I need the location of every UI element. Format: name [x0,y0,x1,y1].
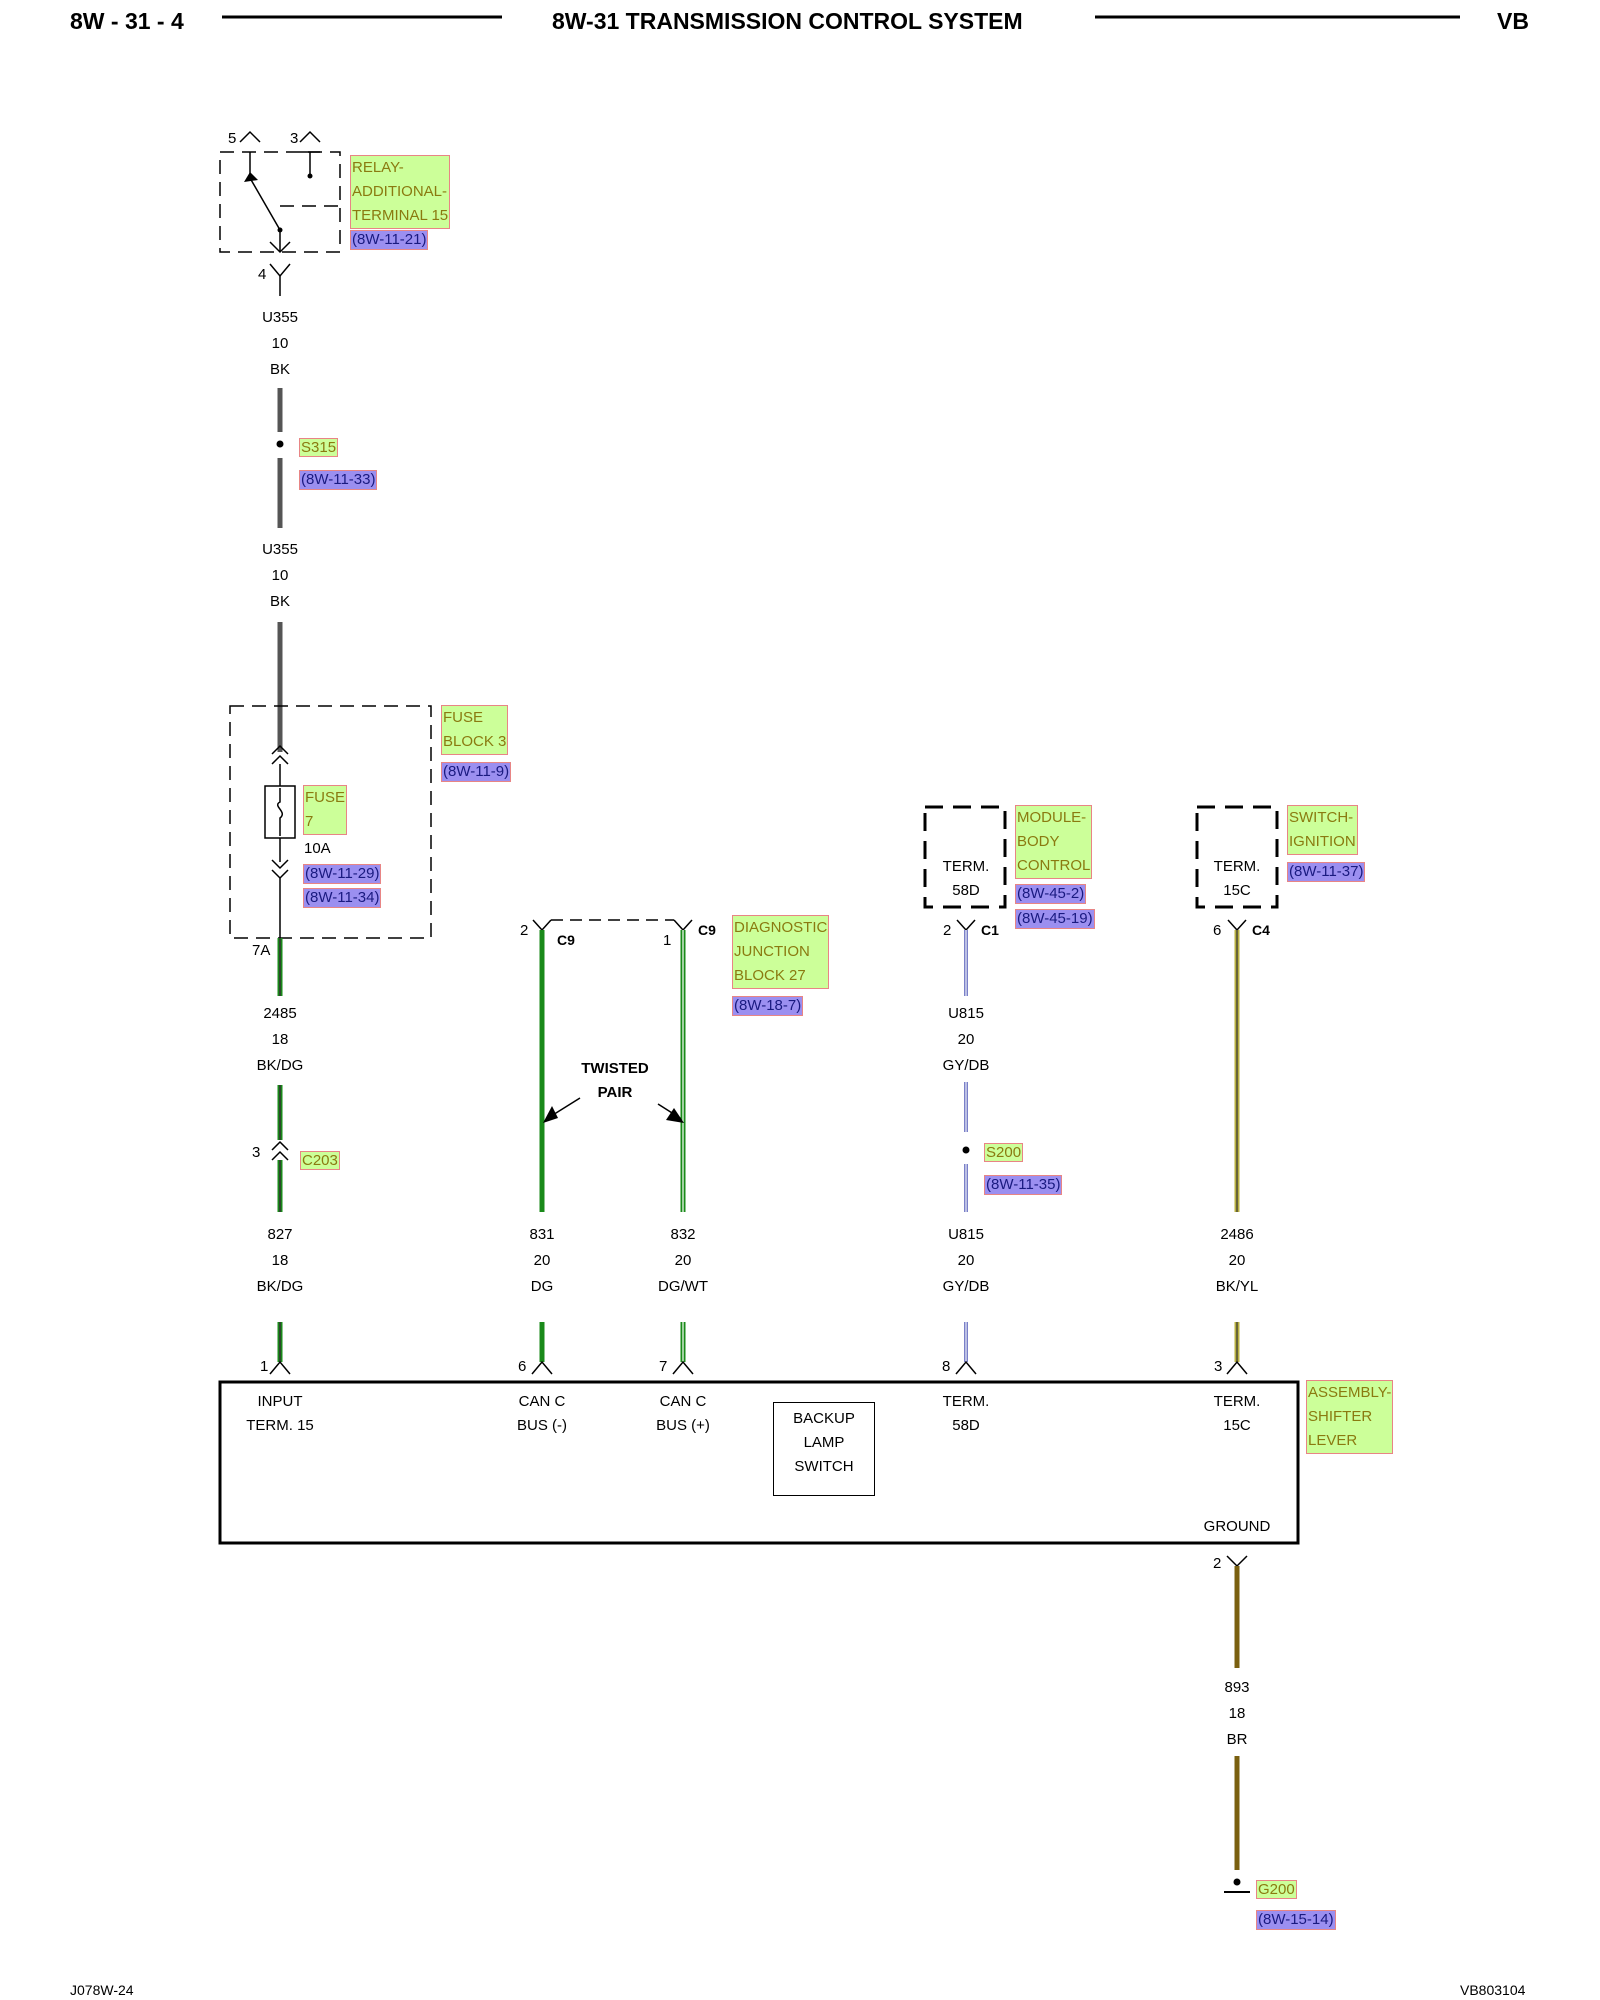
ignition-switch-component-label[interactable]: SWITCH- IGNITION [1287,805,1358,855]
shifter-pin-1: 1 [260,1358,269,1375]
shifter-term-input: INPUT TERM. 15 [246,1393,314,1434]
shifter-pin-7: 7 [659,1358,668,1375]
relay-reference-link[interactable]: (8W-11-21) [350,230,429,250]
bcm-component-label[interactable]: MODULE- BODY CONTROL [1015,805,1093,879]
footer-right-code: VB803104 [1460,1982,1526,1998]
u815-bottom-gauge: 20 [957,1252,975,1269]
fuse-rating: 10A [304,840,331,857]
djb-reference-link[interactable]: (8W-18-7) [732,996,804,1016]
ground-g200-reference-link[interactable]: (8W-15-14) [1256,1910,1336,1930]
shifter-assembly-box [218,1380,1300,1545]
djb-pin-left: 2 [520,922,529,939]
splice-s315-reference-link[interactable]: (8W-11-33) [299,470,378,490]
u355-top-color: BK [269,361,290,378]
wire-893-color: BR [1226,1731,1248,1748]
wire-893-circuit: 893 [1224,1679,1250,1696]
ignition-reference-link[interactable]: (8W-11-37) [1287,862,1366,882]
u355-bottom-color: BK [269,593,290,610]
u355-bottom-gauge: 10 [271,567,289,584]
c203-pin: 3 [252,1144,261,1161]
fuse-7-label[interactable]: FUSE 7 [303,785,348,835]
wire-831-color: DG [530,1278,554,1295]
wire-827-circuit: 827 [267,1226,293,1243]
page-title: 8W-31 TRANSMISSION CONTROL SYSTEM [552,8,1023,34]
splice-s200-dot [962,1146,970,1154]
shifter-term-can-minus: CAN C BUS (-) [517,1393,567,1434]
bcm-terminal: TERM. 58D [942,858,990,899]
shifter-ground-label: GROUND [1203,1518,1271,1535]
wire-2486-circuit: 2486 [1220,1226,1254,1243]
wire-827-color: BK/DG [256,1278,304,1295]
wire-2486-gauge: 20 [1228,1252,1246,1269]
u355-top-circuit: U355 [262,309,298,326]
shifter-pin-3: 3 [1214,1358,1223,1375]
ignition-terminal: TERM. 15C [1213,858,1261,899]
shifter-term-15c: TERM. 15C [1213,1393,1261,1434]
u815-top-color: GY/DB [942,1057,990,1074]
connector-c203-label[interactable]: C203 [300,1151,340,1170]
relay-pin-4: 4 [258,266,267,283]
shifter-pin-8: 8 [942,1358,951,1375]
djb-connector-right: C9 [698,922,716,938]
u815-top-gauge: 20 [957,1031,975,1048]
backup-lamp-switch-box: BACKUP LAMP SWITCH [773,1402,875,1496]
u815-top-circuit: U815 [948,1005,984,1022]
wire-2485-circuit: 2485 [263,1005,297,1022]
wire-2485-color: BK/DG [256,1057,304,1074]
bcm-reference-link-2[interactable]: (8W-45-19) [1015,909,1095,929]
fuse-block-component-label[interactable]: FUSE BLOCK 3 [441,705,509,755]
fuse-block-symbol [229,705,432,939]
bcm-reference-link-1[interactable]: (8W-45-2) [1015,884,1087,904]
relay-pin-3: 3 [290,130,299,147]
splice-s315-label[interactable]: S315 [299,438,339,457]
wire-832-circuit: 832 [670,1226,696,1243]
wire-832-color: DG/WT [658,1278,708,1295]
ignition-connector: C4 [1252,922,1270,938]
wire-893-gauge: 18 [1228,1705,1246,1722]
page-code: 8W - 31 - 4 [70,8,184,34]
relay-symbol [219,130,341,296]
shifter-pin-6: 6 [518,1358,527,1375]
shifter-ground-pin: 2 [1213,1555,1222,1572]
djb-connector-left: C9 [557,932,575,948]
wire-832-gauge: 20 [674,1252,692,1269]
ignition-pin: 6 [1213,922,1222,939]
djb-component-label[interactable]: DIAGNOSTIC JUNCTION BLOCK 27 [732,915,830,989]
splice-s315-dot [276,440,284,448]
wire-831-gauge: 20 [533,1252,551,1269]
wire-2486-color: BK/YL [1215,1278,1259,1295]
fuse-cavity: 7A [252,942,271,959]
u815-bottom-circuit: U815 [948,1226,984,1243]
splice-s200-label[interactable]: S200 [984,1143,1024,1162]
djb-connector-symbol [532,919,693,932]
shifter-term-can-plus: CAN C BUS (+) [656,1393,710,1434]
relay-component-label[interactable]: RELAY- ADDITIONAL- TERMINAL 15 [350,155,451,229]
shifter-assembly-component-label[interactable]: ASSEMBLY- SHIFTER LEVER [1306,1380,1394,1454]
fuse-reference-link-2[interactable]: (8W-11-34) [303,888,382,908]
fuse-reference-link-1[interactable]: (8W-11-29) [303,864,382,884]
fuse-block-reference-link[interactable]: (8W-11-9) [441,762,512,782]
c203-connector-symbol [271,1140,289,1151]
shifter-term-58d: TERM. 58D [942,1393,990,1434]
wire-831-circuit: 831 [529,1226,555,1243]
u355-bottom-circuit: U355 [262,541,298,558]
ground-g200-label[interactable]: G200 [1256,1880,1297,1899]
twisted-pair-label: TWISTED PAIR [581,1060,649,1101]
splice-s200-reference-link[interactable]: (8W-11-35) [984,1175,1063,1195]
wire-827-gauge: 18 [271,1252,289,1269]
bcm-pin: 2 [943,922,952,939]
wire-2485-gauge: 18 [271,1031,289,1048]
u815-bottom-color: GY/DB [942,1278,990,1295]
model-code: VB [1497,8,1529,34]
bcm-connector: C1 [981,922,999,938]
relay-pin-5: 5 [228,130,237,147]
u355-top-gauge: 10 [271,335,289,352]
djb-pin-right: 1 [663,932,672,949]
footer-left-code: J078W-24 [70,1982,134,1998]
